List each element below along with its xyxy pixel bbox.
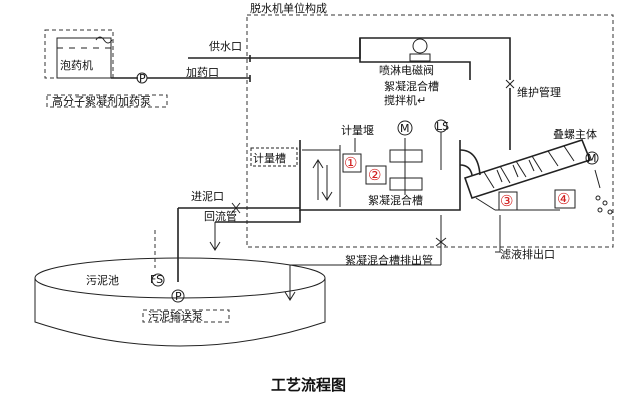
dewater-unit-label: 脱水机单位构成: [250, 1, 327, 15]
svg-text:P: P: [175, 290, 182, 303]
marker-3: ③: [500, 192, 513, 210]
sludge-pump-icon: [171, 289, 185, 303]
dosing-inlet-label: 加药口: [186, 66, 219, 79]
mixer-motor-icon: [397, 120, 413, 136]
marker-3-box: [498, 191, 518, 211]
dewater-unit-boundary: [246, 14, 614, 248]
metering-tank-label: 计量槽: [253, 152, 286, 165]
mixing-tank-label: 絮凝混合槽: [368, 193, 423, 207]
water-inlet-label: 供水口: [209, 39, 242, 53]
sludge-inlet-label: 进泥口: [191, 190, 224, 203]
marker-1: ①: [344, 154, 357, 172]
marker-4-box: [554, 189, 576, 209]
screw-motor-icon: [585, 151, 599, 165]
svg-text:M: M: [587, 152, 597, 165]
dosing-machine-label: 泡药机: [60, 58, 93, 72]
marker-2-box: [365, 165, 387, 185]
mixing-stirrer-label-2: 搅拌机↵: [384, 93, 426, 107]
marker-4: ④: [557, 190, 570, 208]
mixing-stirrer-label-1: 絮凝混合槽: [384, 79, 439, 93]
float-switch-icon: [151, 273, 165, 287]
sludge-pool-wall: [34, 278, 326, 347]
svg-text:P: P: [139, 72, 146, 85]
mixing-drain-label: 絮凝混合槽排出管: [345, 253, 433, 267]
polymer-pump-label: 高分子絮凝剂加药泵: [52, 94, 151, 108]
metering-weir-label: 计量堰: [341, 124, 374, 137]
diagram-caption: 工艺流程图: [271, 376, 346, 394]
spray-valve-icon: [412, 38, 428, 54]
sludge-pump-label: 污泥输送泵: [148, 309, 203, 323]
screw-body-label: 叠螺主体: [553, 127, 597, 141]
return-pipe-label: 回流管: [204, 209, 237, 223]
filtrate-outlet-label: 滤液排出口: [500, 247, 555, 261]
maintenance-pipe-label: 维护管理: [517, 85, 561, 99]
svg-text:FS: FS: [150, 273, 163, 286]
sludge-pump-boundary: [142, 309, 230, 323]
marker-1-box: [342, 153, 362, 173]
dosing-machine-tank: [56, 37, 112, 79]
svg-text:LS: LS: [436, 120, 449, 133]
sludge-pool-label: 污泥池: [86, 274, 119, 287]
marker-2: ②: [368, 166, 381, 184]
svg-text:M: M: [400, 122, 410, 135]
polymer-pump-boundary: [46, 94, 168, 108]
spray-valve-label: 喷淋电磁阀: [379, 63, 434, 77]
